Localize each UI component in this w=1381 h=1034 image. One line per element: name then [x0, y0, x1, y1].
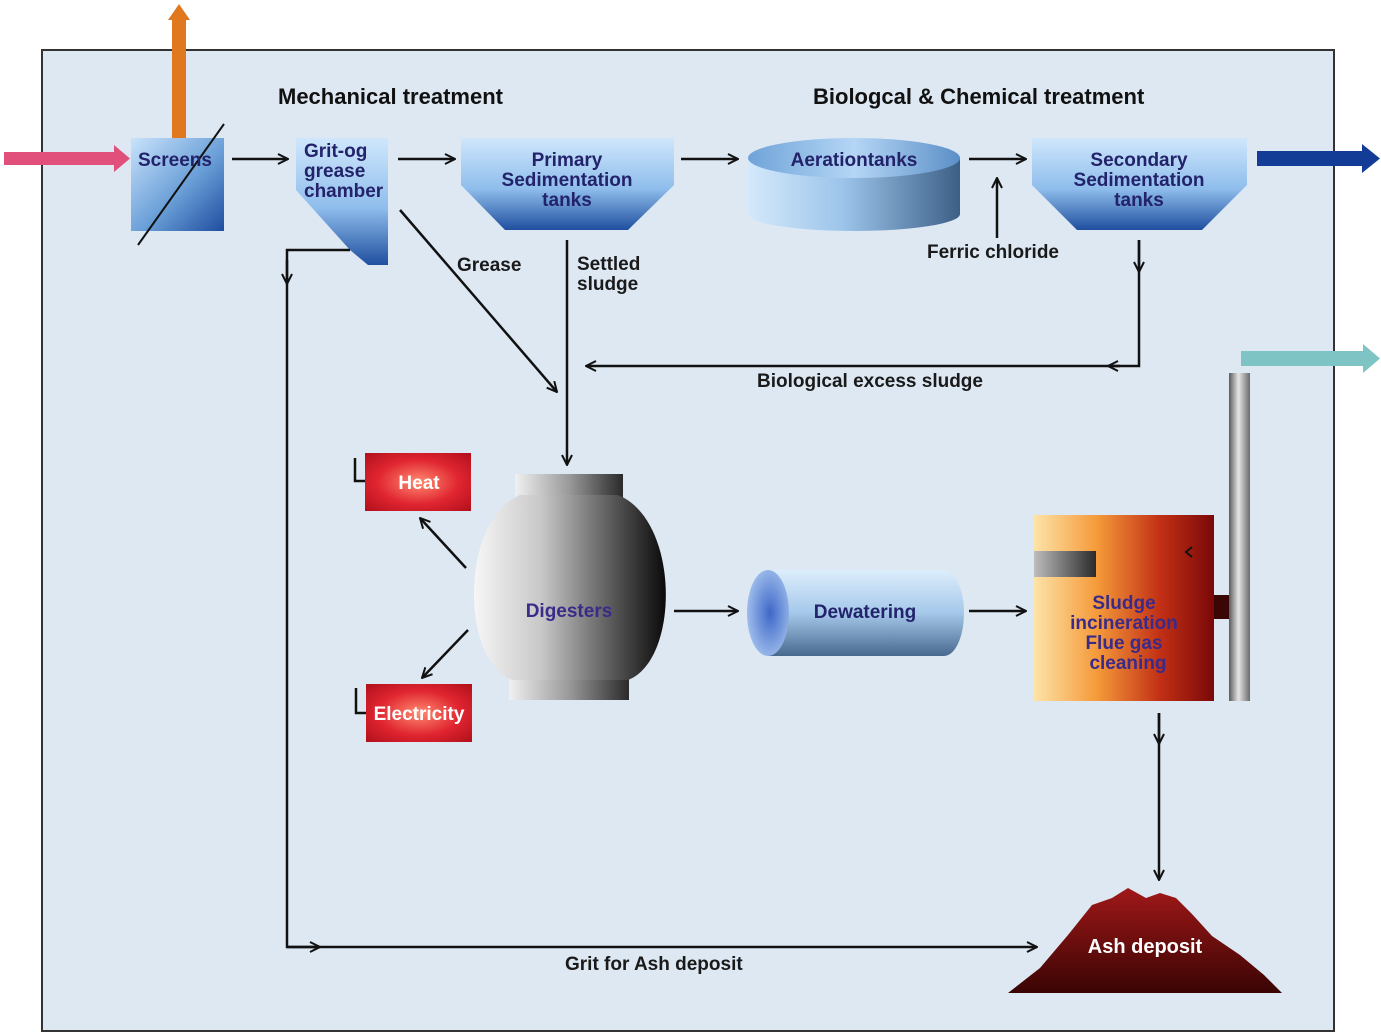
screens-label: Screens	[138, 150, 212, 171]
ash-deposit-label: Ash deposit	[1088, 936, 1203, 958]
incineration-label-3: Flue gas	[1085, 633, 1162, 654]
secondary-sedimentation-tank: Secondary Sedimentation tanks	[1032, 138, 1247, 230]
label-biological-excess-sludge: Biological excess sludge	[757, 371, 983, 392]
effluent-arrow	[1257, 144, 1380, 173]
furnace-window	[1034, 551, 1096, 577]
secondary-sed-label-1: Secondary	[1090, 150, 1188, 171]
flow-grit-for-ash	[285, 248, 1037, 947]
digesters-label: Digesters	[526, 601, 613, 622]
heat-label: Heat	[398, 473, 440, 494]
secondary-sed-label-2: Sedimentation	[1074, 170, 1205, 191]
digesters: Digesters	[473, 474, 666, 700]
primary-sed-label-3: tanks	[542, 190, 592, 211]
ash-deposit: Ash deposit	[1008, 888, 1282, 993]
electricity-label: Electricity	[374, 704, 465, 725]
label-settled-sludge-1: Settled	[577, 254, 640, 275]
grit-chamber-label-3: chamber	[304, 181, 384, 202]
flow-biological-excess-sludge	[586, 240, 1141, 366]
aeration-tanks: Aerationtanks	[748, 138, 960, 231]
dewatering-unit: Dewatering	[747, 570, 964, 656]
heat-bracket	[353, 458, 365, 483]
primary-sed-label-1: Primary	[532, 150, 603, 171]
screens-unit: Screens	[131, 123, 225, 246]
header-mechanical-treatment: Mechanical treatment	[278, 84, 504, 109]
grit-chamber-label-2: grease	[304, 161, 365, 182]
primary-sed-label-2: Sedimentation	[502, 170, 633, 191]
grit-chamber-label-1: Grit-og	[304, 141, 367, 162]
chimney	[1214, 373, 1250, 701]
label-ferric-chloride: Ferric chloride	[927, 242, 1059, 263]
chimney-duct	[1214, 595, 1229, 619]
dewatering-label: Dewatering	[814, 602, 916, 623]
sludge-incineration-unit: Sludge incineration Flue gas cleaning	[1034, 515, 1214, 701]
process-flow-lines	[232, 159, 1159, 947]
flow-grease	[399, 209, 557, 392]
incineration-label-1: Sludge	[1092, 593, 1155, 614]
label-grit-for-ash-deposit: Grit for Ash deposit	[565, 954, 743, 975]
influent-arrow	[4, 145, 130, 172]
secondary-sed-label-3: tanks	[1114, 190, 1164, 211]
electricity-bracket	[354, 688, 366, 715]
primary-sedimentation-tank: Primary Sedimentation tanks	[461, 138, 674, 230]
grit-grease-chamber: Grit-og grease chamber	[296, 138, 388, 265]
furnace-small-chevron-icon	[1184, 546, 1193, 558]
incineration-label-2: incineration	[1070, 613, 1178, 634]
aeration-tanks-label: Aerationtanks	[791, 150, 918, 171]
label-grease: Grease	[457, 255, 521, 276]
flue-gas-arrow	[1241, 344, 1380, 373]
heat-output: Heat	[353, 453, 471, 511]
exhaust-arrow	[168, 4, 190, 138]
flow-to-electricity	[422, 629, 469, 678]
header-biological-chemical-treatment: Biologcal & Chemical treatment	[813, 84, 1145, 109]
incineration-label-4: cleaning	[1089, 653, 1166, 674]
label-settled-sludge-2: sludge	[577, 274, 638, 295]
electricity-output: Electricity	[354, 684, 472, 742]
flow-to-heat	[420, 518, 467, 569]
